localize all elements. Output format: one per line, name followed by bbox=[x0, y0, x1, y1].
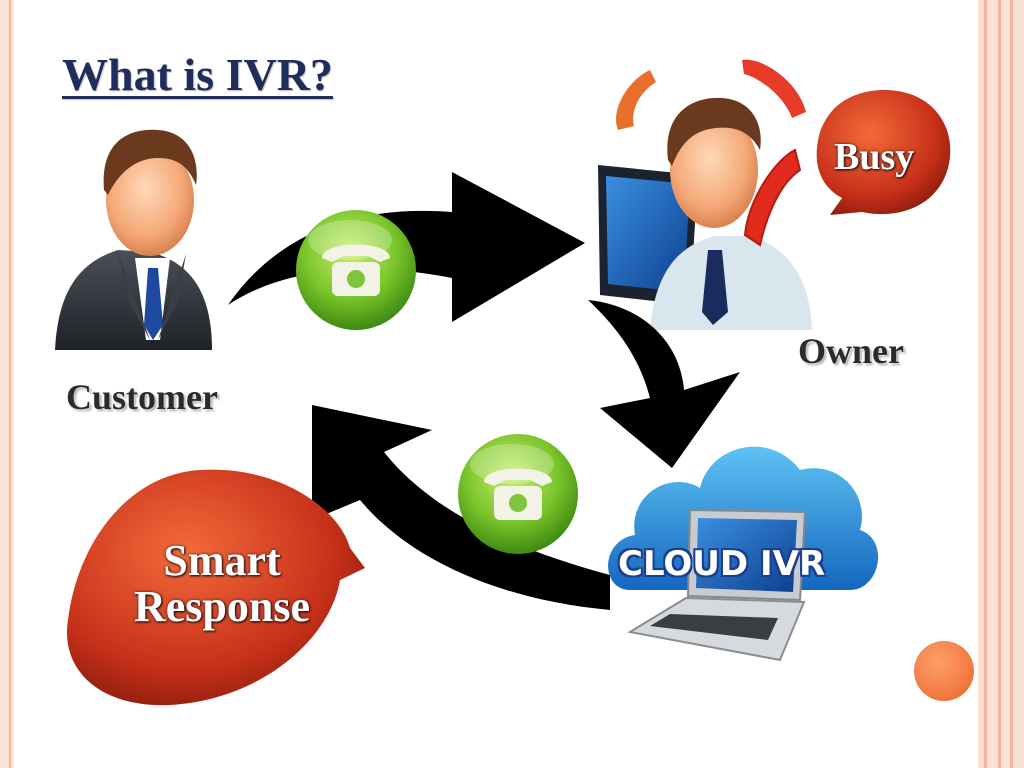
decorative-orange-dot bbox=[914, 641, 974, 701]
green-phone-button-icon bbox=[296, 210, 416, 330]
left-border bbox=[0, 0, 14, 768]
right-border bbox=[978, 0, 1024, 768]
arrow-owner-to-cloud bbox=[588, 300, 740, 468]
laptop-icon bbox=[627, 508, 807, 662]
busy-bubble bbox=[816, 89, 951, 215]
smart-response-line2: Response bbox=[133, 582, 311, 632]
smart-response-line1: Smart bbox=[163, 536, 281, 585]
arrow-cloud-to-customer bbox=[312, 405, 610, 610]
smart-response-bubble bbox=[66, 469, 366, 706]
slide-title: What is IVR? bbox=[62, 49, 333, 100]
customer-person-icon bbox=[55, 129, 212, 350]
smart-response-label: Smart Response bbox=[106, 536, 338, 632]
busy-label: Busy bbox=[834, 136, 915, 178]
customer-label: Customer bbox=[66, 377, 218, 417]
owner-person-icon bbox=[598, 97, 812, 330]
green-phone-button-icon bbox=[458, 434, 578, 554]
owner-label: Owner bbox=[798, 331, 904, 371]
phone-ringing-icon bbox=[616, 59, 806, 130]
cloud-ivr-label: CLOUD IVR bbox=[618, 544, 826, 584]
